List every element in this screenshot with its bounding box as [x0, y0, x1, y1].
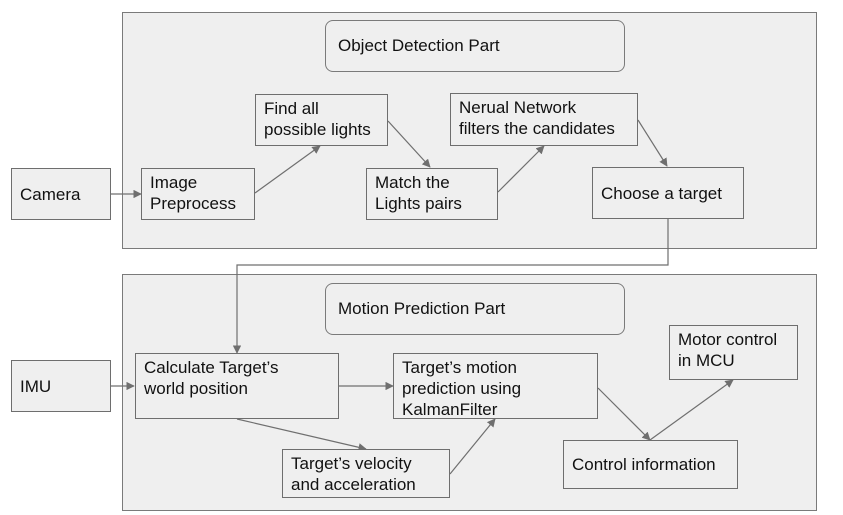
imu-node: IMU — [11, 360, 111, 412]
control-information-node: Control information — [563, 440, 738, 489]
choose-target-node: Choose a target — [592, 167, 744, 219]
motion-prediction-title: Motion Prediction Part — [325, 283, 625, 335]
motor-control-node: Motor control in MCU — [669, 325, 798, 380]
calculate-world-position-node: Calculate Target’s world position — [135, 353, 339, 419]
match-lights-node: Match the Lights pairs — [366, 168, 498, 220]
motion-prediction-node: Target’s motion prediction using KalmanF… — [393, 353, 598, 419]
find-lights-node: Find all possible lights — [255, 94, 388, 146]
camera-node: Camera — [11, 168, 111, 220]
velocity-acceleration-node: Target’s velocity and acceleration — [282, 449, 450, 498]
object-detection-title: Object Detection Part — [325, 20, 625, 72]
image-preprocess-node: Image Preprocess — [141, 168, 255, 220]
neural-network-node: Nerual Network filters the candidates — [450, 93, 638, 146]
